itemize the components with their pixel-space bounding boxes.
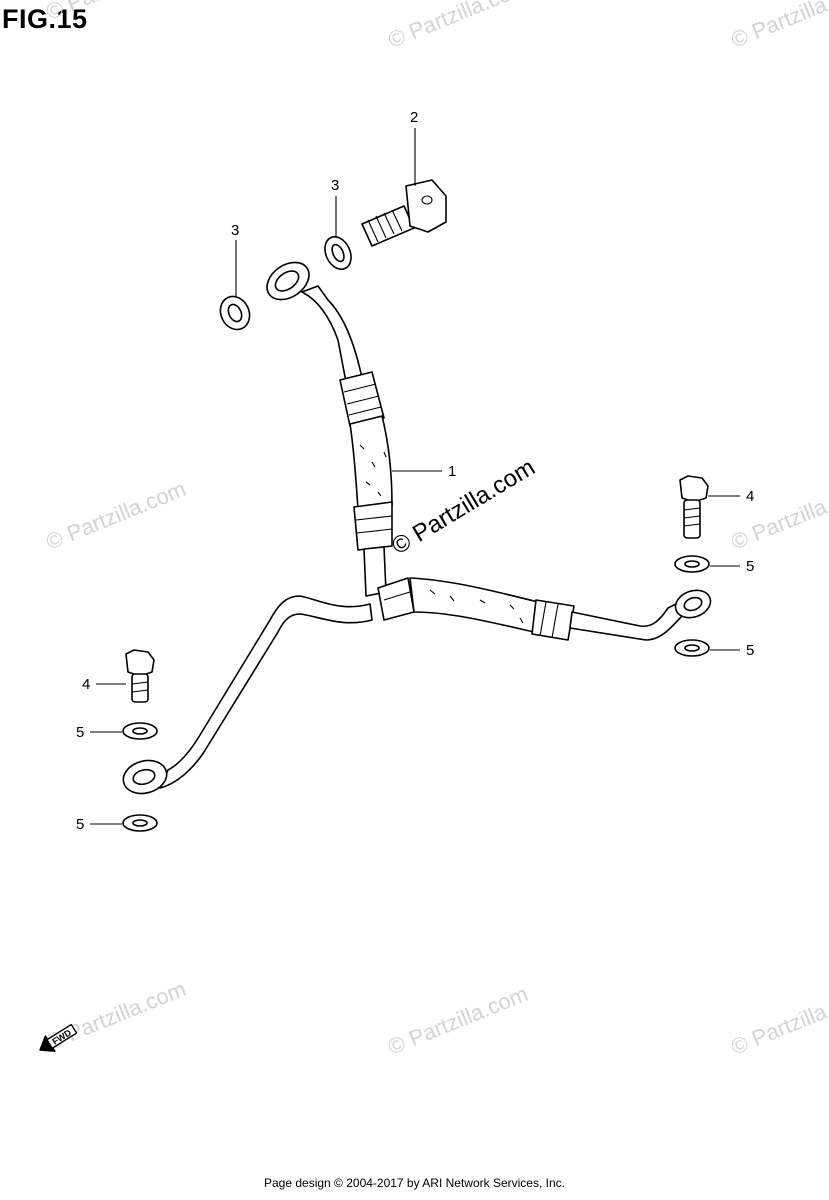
- figure-title: FIG.15: [2, 4, 88, 34]
- watermark-top-right: © Partzilla.com: [728, 0, 829, 53]
- brake-hose[interactable]: [120, 255, 715, 798]
- washer-3-left[interactable]: [215, 292, 255, 335]
- watermark-bot-mid: © Partzilla.com: [385, 981, 532, 1060]
- watermark-top-mid: © Partzilla.com: [385, 0, 532, 53]
- watermark-mid-left: © Partzilla.com: [43, 476, 190, 555]
- callout-4-left[interactable]: 4: [82, 676, 90, 693]
- watermark-top-left: © Partzilla.com: [43, 0, 190, 25]
- callout-5-upper-right[interactable]: 5: [746, 558, 754, 575]
- bolt-4-left[interactable]: [125, 649, 155, 703]
- watermark-bot-left: © Partzilla.com: [43, 976, 190, 1055]
- callout-1[interactable]: 1: [448, 463, 456, 480]
- bolt-4-right[interactable]: [679, 475, 709, 539]
- callout-2[interactable]: 2: [410, 109, 418, 126]
- callout-5-lower-left[interactable]: 5: [76, 816, 84, 833]
- callout-3-right[interactable]: 3: [331, 177, 339, 194]
- watermark-main: © Partzilla.com: [387, 454, 540, 560]
- gasket-5-c[interactable]: [122, 722, 158, 740]
- callout-5-lower-right[interactable]: 5: [746, 642, 754, 659]
- watermark-bot-right: © Partzilla.com: [728, 981, 829, 1060]
- washer-3-right[interactable]: [320, 233, 356, 274]
- callout-3-left[interactable]: 3: [231, 222, 239, 239]
- union-bolt[interactable]: [361, 179, 451, 247]
- gasket-5-d[interactable]: [122, 814, 158, 832]
- callout-4-right[interactable]: 4: [746, 488, 754, 505]
- page-footer: Page design © 2004-2017 by ARI Network S…: [263, 1176, 565, 1190]
- callout-5-upper-left[interactable]: 5: [76, 724, 84, 741]
- gasket-5-a[interactable]: [674, 555, 710, 573]
- callout-labels: 1 2 3 3 4 4 5 5 5 5: [76, 109, 754, 833]
- gasket-5-b[interactable]: [674, 639, 710, 657]
- watermark-mid-right: © Partzilla.com: [728, 476, 829, 555]
- leader-lines: [90, 128, 740, 825]
